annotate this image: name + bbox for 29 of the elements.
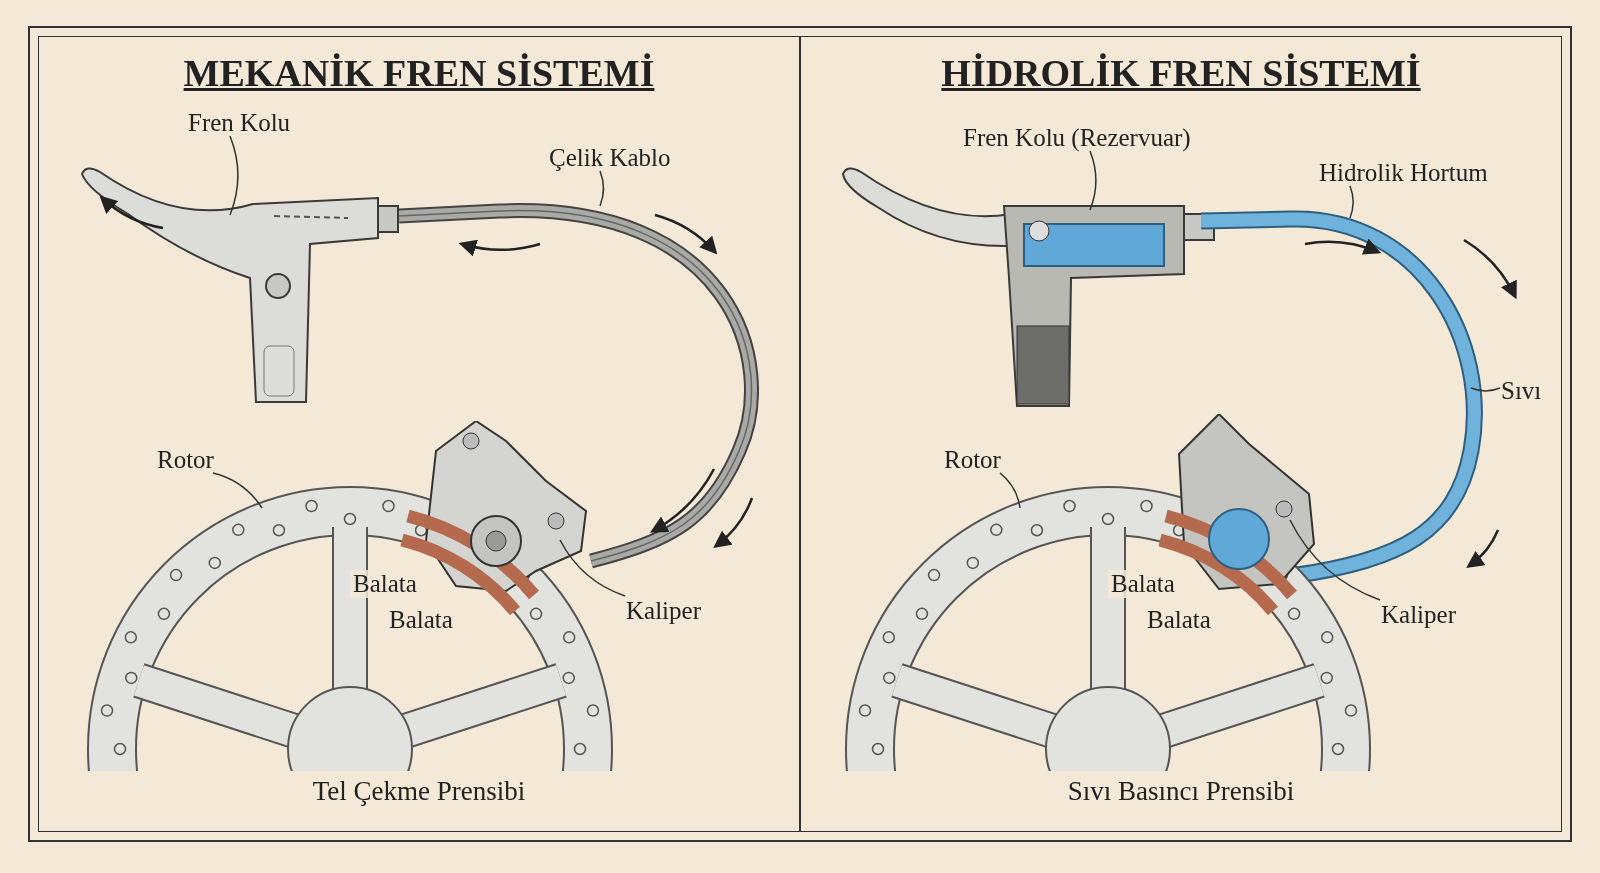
part-label: Hidrolik Hortum [1319, 159, 1488, 187]
part-label: Fren Kolu [188, 109, 291, 137]
panel-title: MEKANİK FREN SİSTEMİ [183, 51, 655, 95]
part-label: Balata [1108, 570, 1178, 598]
part-label: Sıvı [1501, 377, 1542, 405]
panel-title: HİDROLİK FREN SİSTEMİ [941, 51, 1421, 95]
brake-lever-drawing [78, 166, 399, 406]
leader-line [1470, 387, 1501, 392]
part-label: Kaliper [1381, 601, 1456, 629]
part-label: Rotor [157, 446, 214, 474]
leader-line [212, 472, 263, 509]
panel [38, 36, 800, 832]
leader-line [1349, 185, 1354, 219]
leader-line [999, 472, 1021, 509]
part-label: Fren Kolu (Rezervuar) [963, 124, 1191, 152]
panel [800, 36, 1562, 832]
leader-line [599, 170, 605, 207]
panel-caption: Sıvı Basıncı Prensibi [1067, 776, 1295, 807]
panel-caption: Tel Çekme Prensibi [312, 776, 526, 807]
leader-line [1089, 150, 1097, 211]
rotor-drawing [845, 486, 1371, 771]
leader-line [559, 539, 626, 597]
rotor-drawing [87, 486, 613, 771]
leader-line [229, 135, 239, 216]
part-label: Balata [350, 570, 420, 598]
part-label: Kaliper [626, 597, 701, 625]
part-label: Rotor [944, 446, 1001, 474]
leader-line [1289, 519, 1381, 601]
part-label: Çelik Kablo [549, 144, 671, 172]
